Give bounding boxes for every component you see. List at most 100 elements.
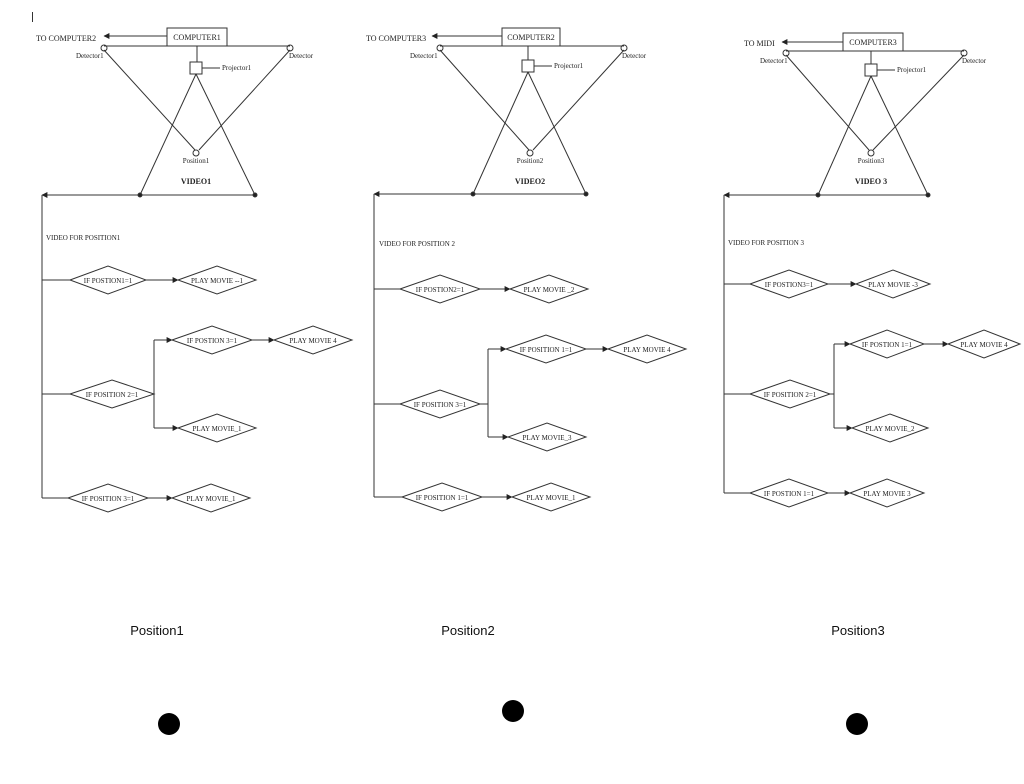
condition-a-text: IF POSTION1=1	[84, 277, 133, 285]
action-diamond	[850, 413, 930, 443]
result-a-text: PLAY MOVIE --1	[191, 277, 243, 285]
video-label: VIDEO1	[181, 177, 211, 186]
video-label: VIDEO2	[515, 177, 545, 186]
video-node	[925, 192, 931, 198]
action-diamond	[606, 334, 688, 364]
projection-right	[870, 75, 929, 196]
condition-b-text: IF POSITION 3=1	[414, 401, 467, 409]
position-label: Position2	[517, 157, 544, 165]
detector-right-beam	[532, 49, 625, 151]
condition-b-text: IF POSITION 2=1	[86, 391, 139, 399]
detector-right-icon	[620, 44, 628, 52]
condition-c-text: IF POSITION 1=1	[416, 494, 469, 502]
position-marker	[867, 149, 875, 157]
detector-left-icon	[782, 49, 790, 57]
action-diamond	[848, 478, 926, 508]
condition-b1-text: IF POSTION 1=1	[862, 341, 913, 349]
condition-a-text: IF POSTION3=1	[765, 281, 814, 289]
detector-right-icon	[286, 44, 294, 52]
action-diamond	[510, 482, 592, 512]
computer-label: COMPUTER2	[507, 33, 555, 42]
to-label: TO COMPUTER2	[36, 34, 96, 43]
condition-b-text: IF POSITION 2=1	[764, 391, 817, 399]
action-diamond	[176, 265, 258, 295]
video-node	[252, 192, 258, 198]
projection-left	[472, 71, 529, 195]
action-diamond	[854, 269, 932, 299]
video-node	[137, 192, 143, 198]
result-c-text: PLAY MOVIE_1	[526, 494, 576, 502]
text-cursor	[32, 12, 33, 22]
position-caption: Position1	[130, 623, 183, 638]
position-dot	[502, 700, 524, 722]
detector-right-beam	[872, 54, 965, 151]
projection-left	[817, 75, 872, 196]
to-label: TO MIDI	[744, 39, 775, 48]
panel-position3-text: TO MIDI COMPUTER3 Detector1 Detector Pro…	[728, 38, 1008, 735]
projection-right	[195, 73, 256, 196]
position-caption: Position3	[831, 623, 884, 638]
position-caption: Position2	[441, 623, 494, 638]
projector-label: Projector1	[897, 66, 927, 74]
detector-left-beam	[785, 54, 870, 151]
computer-label: COMPUTER1	[173, 33, 221, 42]
panel-position3	[723, 32, 1022, 508]
panel-position2-text: TO COMPUTER3 COMPUTER2 Detector1 Detecto…	[366, 33, 671, 722]
action-diamond	[506, 422, 588, 452]
result-b1-text: PLAY MOVIE 4	[623, 346, 671, 354]
detector-left-icon	[100, 44, 108, 52]
condition-a-text: IF POSTION2=1	[416, 286, 465, 294]
condition-b1-text: IF POSTION 3=1	[187, 337, 238, 345]
result-c-text: PLAY MOVIE 3	[863, 490, 911, 498]
position-dot	[158, 713, 180, 735]
detector-right-label: Detector	[622, 52, 647, 60]
action-diamond	[176, 413, 258, 443]
section-label: VIDEO FOR POSITION 2	[379, 240, 456, 248]
detector-left-label: Detector1	[760, 57, 788, 65]
detector-right-label: Detector	[962, 57, 987, 65]
projector-icon	[521, 59, 535, 73]
projection-left	[139, 73, 197, 196]
detector-right-icon	[960, 49, 968, 57]
to-label: TO COMPUTER3	[366, 34, 426, 43]
result-a-text: PLAY MOVIE -3	[868, 281, 918, 289]
detector-left-label: Detector1	[76, 52, 104, 60]
position-marker	[526, 149, 534, 157]
panel-position1	[41, 27, 354, 513]
section-label: VIDEO FOR POSITION1	[46, 234, 121, 242]
action-diamond	[170, 483, 252, 513]
section-label: VIDEO FOR POSITION 3	[728, 239, 805, 247]
computer-label: COMPUTER3	[849, 38, 897, 47]
result-b1-text: PLAY MOVIE 4	[960, 341, 1008, 349]
position-dot	[846, 713, 868, 735]
position-label: Position3	[858, 157, 885, 165]
detector-left-beam	[103, 49, 196, 151]
video-node	[470, 191, 476, 197]
result-b1-text: PLAY MOVIE 4	[289, 337, 337, 345]
action-diamond	[508, 274, 590, 304]
action-diamond	[946, 329, 1022, 359]
result-a-text: PLAY MOVIE _2	[524, 286, 575, 294]
panel-position2	[373, 27, 688, 512]
result-c-text: PLAY MOVIE_1	[186, 495, 236, 503]
projector-icon	[864, 63, 878, 77]
detector-right-label: Detector	[289, 52, 314, 60]
projection-right	[527, 71, 587, 195]
position-label: Position1	[183, 157, 210, 165]
condition-c-text: IF POSTION 1=1	[764, 490, 815, 498]
panel-position1-text: TO COMPUTER2 COMPUTER1 Detector1 Detecto…	[36, 33, 337, 735]
video-label: VIDEO 3	[855, 177, 887, 186]
result-b2-text: PLAY MOVIE_2	[865, 425, 915, 433]
detector-left-label: Detector1	[410, 52, 438, 60]
condition-c-text: IF POSITION 3=1	[82, 495, 135, 503]
detector-left-beam	[439, 49, 530, 151]
detector-right-beam	[198, 49, 291, 151]
result-b2-text: PLAY MOVIE_3	[522, 434, 572, 442]
projector-label: Projector1	[222, 64, 252, 72]
result-b2-text: PLAY MOVIE_1	[192, 425, 242, 433]
condition-b1-text: IF POSITION 1=1	[520, 346, 573, 354]
video-node	[815, 192, 821, 198]
detector-left-icon	[436, 44, 444, 52]
projector-icon	[189, 61, 203, 75]
